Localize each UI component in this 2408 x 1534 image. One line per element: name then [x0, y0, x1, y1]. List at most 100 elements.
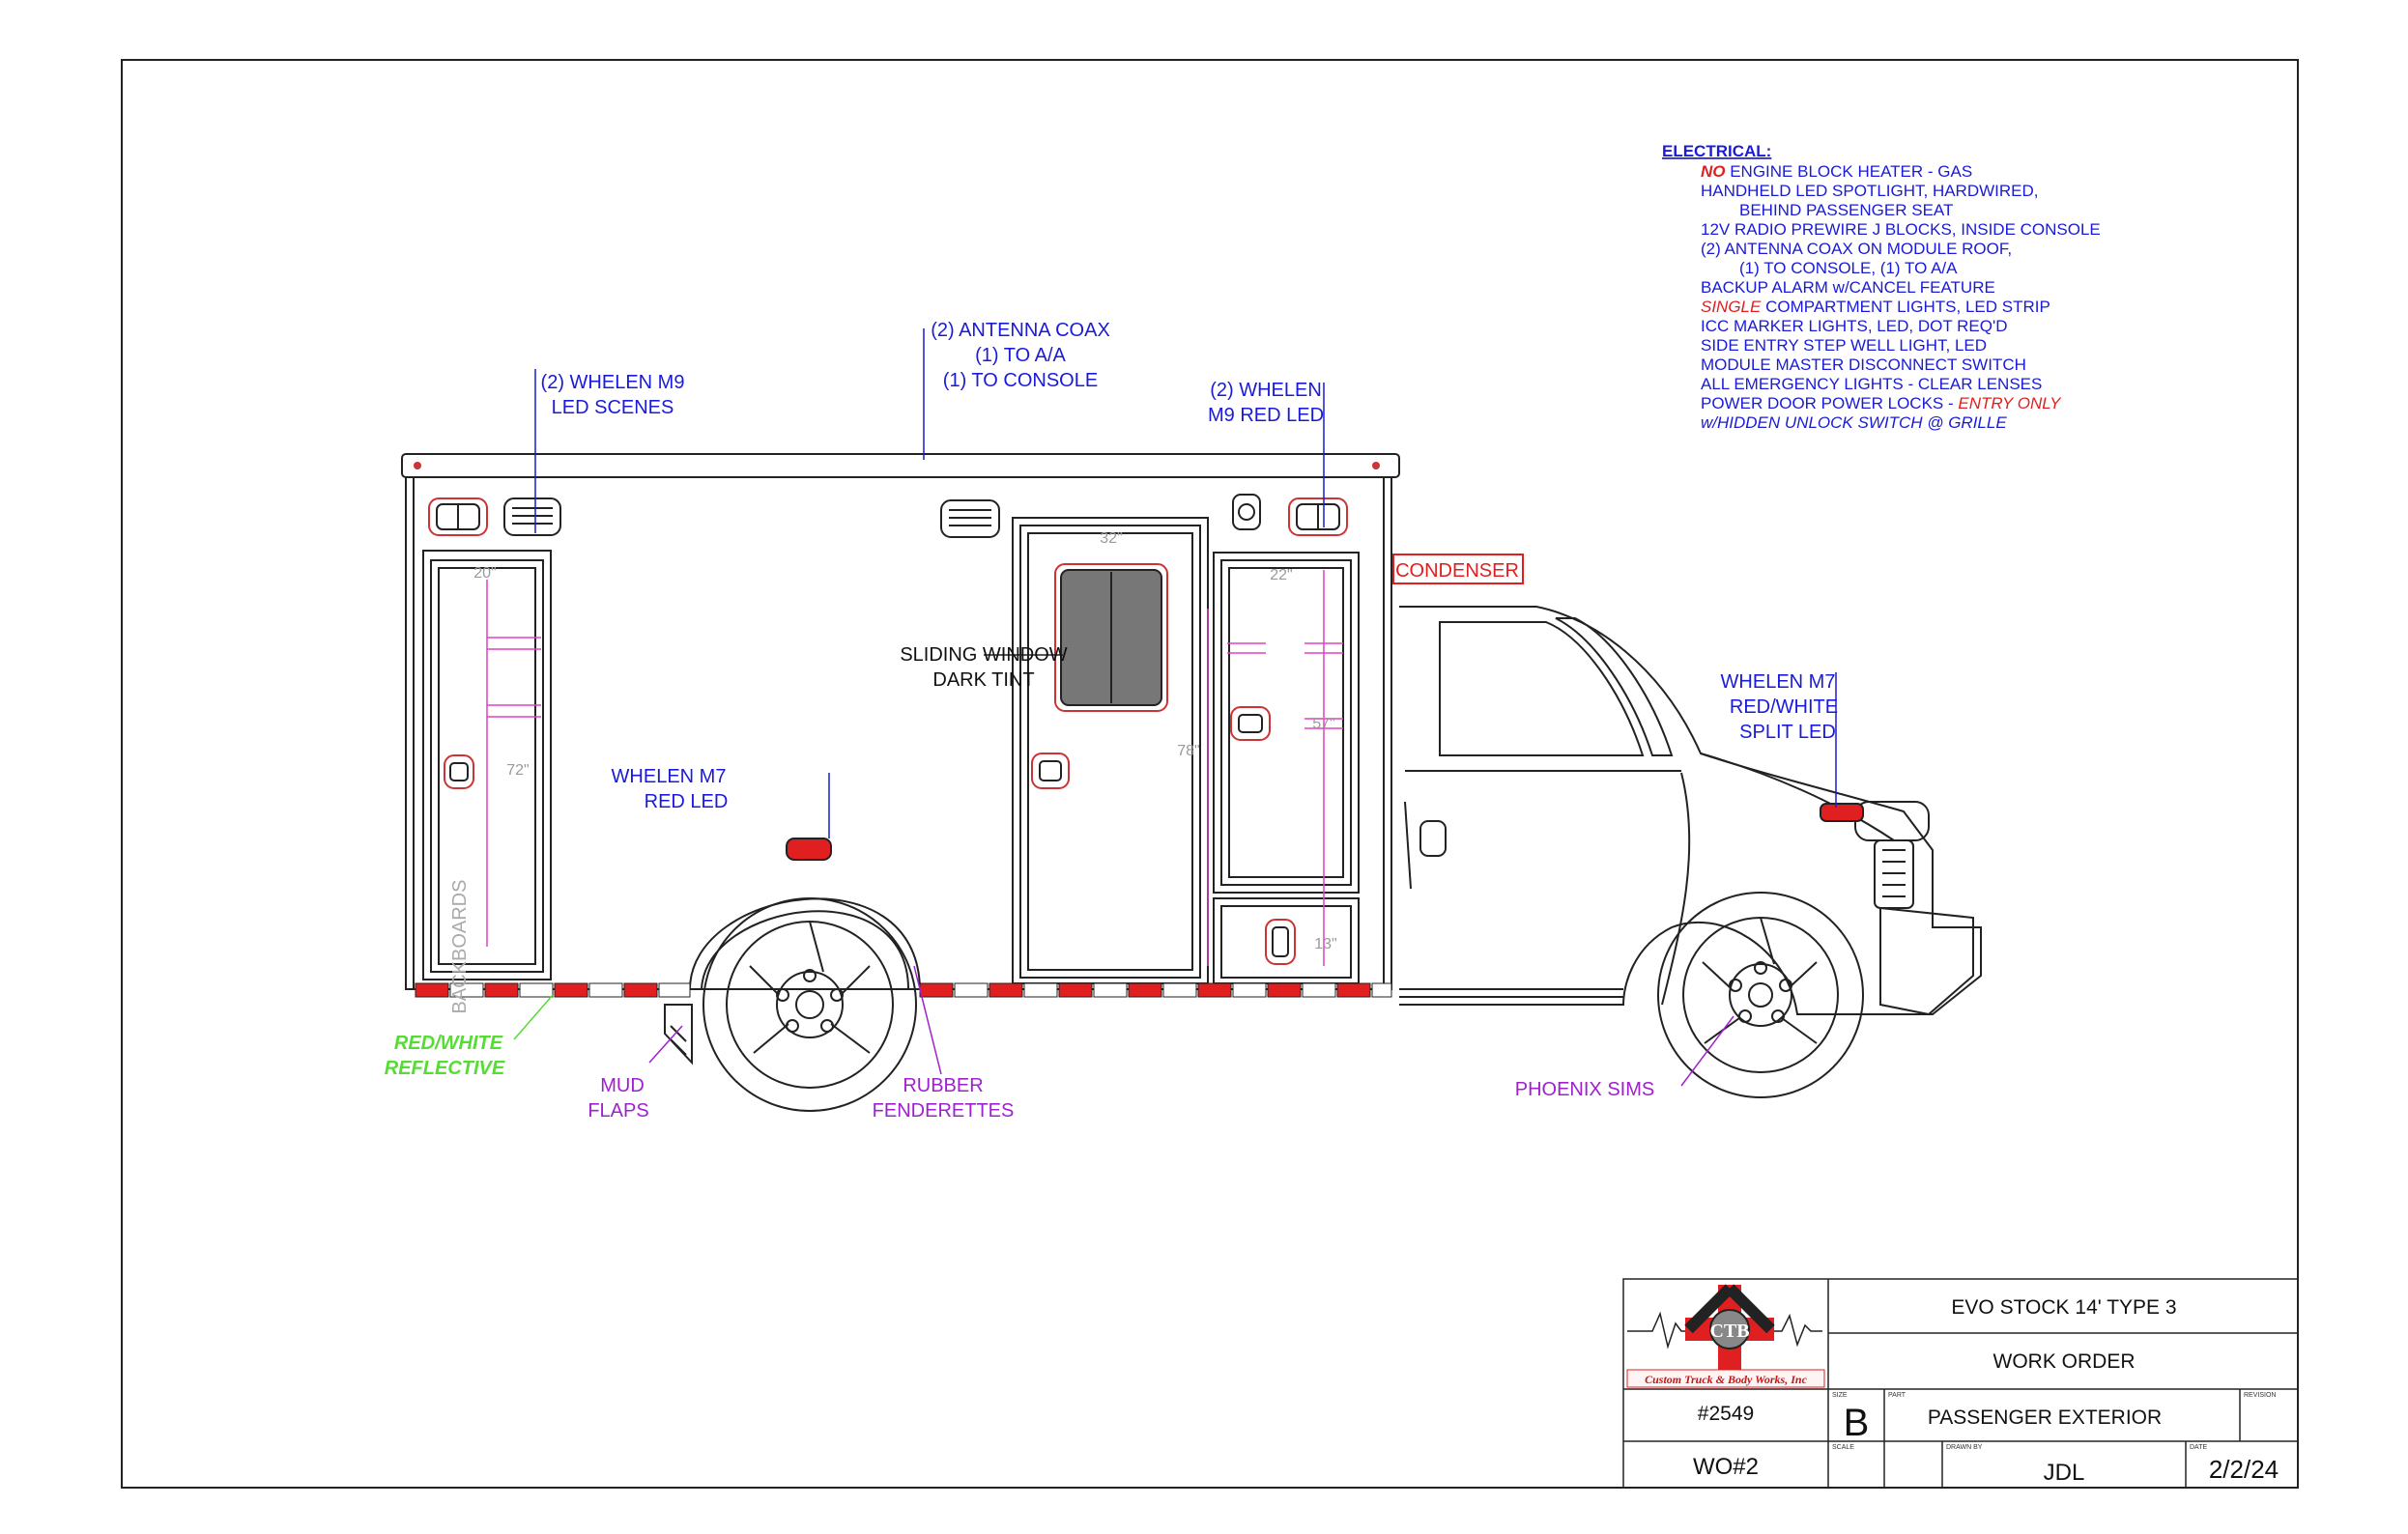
- electrical-line: ALL EMERGENCY LIGHTS - CLEAR LENSES: [1701, 375, 2042, 393]
- callout-text: MUD: [600, 1075, 645, 1096]
- dim-label: 32": [1100, 530, 1122, 547]
- reflective-segment: [1197, 982, 1232, 998]
- callout-text: (2) WHELEN M9: [541, 372, 685, 393]
- electrical-line: BACKUP ALARM w/CANCEL FEATURE: [1701, 278, 1995, 297]
- electrical-line: POWER DOOR POWER LOCKS - ENTRY ONLY: [1701, 394, 2062, 412]
- electrical-heading: ELECTRICAL:: [1662, 142, 1771, 160]
- callout-condenser: CONDENSER: [1395, 560, 1519, 582]
- reflective-segment: [415, 982, 449, 998]
- part-label: PART: [1888, 1392, 1906, 1399]
- callout-whelen-m9-red: (2) WHELEN M9 RED LED: [1208, 380, 1324, 426]
- sheet-border: [121, 59, 2299, 1489]
- electrical-line: w/HIDDEN UNLOCK SWITCH @ GRILLE: [1701, 413, 2007, 432]
- reflective-segment: [588, 982, 623, 998]
- drawn-by: JDL: [2044, 1460, 2085, 1486]
- electrical-line: SINGLE COMPARTMENT LIGHTS, LED STRIP: [1701, 298, 2050, 316]
- callout-text: (2) WHELEN: [1210, 380, 1322, 401]
- callout-text: RUBBER: [903, 1075, 983, 1096]
- callout-whelen-m9-scenes: (2) WHELEN M9 LED SCENES: [541, 372, 685, 418]
- electrical-line: NO ENGINE BLOCK HEATER - GAS: [1701, 162, 1972, 181]
- callout-text: WHELEN M7: [1721, 671, 1836, 693]
- reflective-segment: [554, 982, 588, 998]
- reflective-segment: [658, 982, 691, 998]
- backboards-label: BACKBOARDS: [449, 880, 471, 1014]
- electrical-line: ICC MARKER LIGHTS, LED, DOT REQ'D: [1701, 317, 2007, 335]
- scale-label: SCALE: [1832, 1444, 1854, 1451]
- reflective-segment: [449, 982, 484, 998]
- reflective-segment: [1058, 982, 1093, 998]
- dim-label: 57": [1312, 716, 1334, 732]
- callout-text: SLIDING WINDOW: [900, 644, 1067, 666]
- reflective-segment: [919, 982, 954, 998]
- svg-text:CTB: CTB: [1709, 1321, 1749, 1342]
- reflective-segment: [1162, 982, 1197, 998]
- dimension-labels: 20" 72" 32" 78" 22" 57" 13" BACKBOARDS: [449, 530, 1337, 1013]
- drawing-subtitle: WORK ORDER: [1993, 1350, 2136, 1373]
- callout-text: SPLIT LED: [1739, 722, 1836, 743]
- drawn-by-label: DRAWN BY: [1946, 1444, 1983, 1451]
- electrical-line: 12V RADIO PREWIRE J BLOCKS, INSIDE CONSO…: [1701, 220, 2101, 239]
- size-label: SIZE: [1832, 1392, 1848, 1399]
- callout-text: DARK TINT: [932, 669, 1034, 691]
- callout-text: (1) TO A/A: [975, 345, 1066, 366]
- reflective-segment: [1128, 982, 1162, 998]
- reflective-segment: [989, 982, 1023, 998]
- sheet-size: B: [1844, 1402, 1870, 1444]
- leader-lines: [513, 328, 1837, 1087]
- electrical-line: MODULE MASTER DISCONNECT SWITCH: [1701, 355, 2026, 374]
- callout-reflective: RED/WHITE REFLECTIVE: [385, 1033, 505, 1079]
- revision-label: REVISION: [2244, 1392, 2276, 1399]
- dim-label: 13": [1314, 936, 1336, 952]
- reflective-segment: [1267, 982, 1302, 998]
- reflective-segment: [623, 982, 658, 998]
- title-block: [1622, 1278, 2299, 1489]
- callout-text: WHELEN M7: [612, 766, 727, 787]
- callout-fenderettes: RUBBER FENDERETTES: [873, 1075, 1015, 1122]
- callout-text: RED LED: [645, 791, 729, 812]
- reflective-segment: [1336, 982, 1371, 998]
- reflective-segment: [1302, 982, 1336, 998]
- electrical-notes: ELECTRICAL: NO ENGINE BLOCK HEATER - GAS…: [1662, 142, 2101, 432]
- part-name: PASSENGER EXTERIOR: [1928, 1406, 2162, 1429]
- callout-whelen-m7-red: WHELEN M7 RED LED: [612, 766, 729, 812]
- reflective-segment: [1232, 982, 1267, 998]
- dim-label: 72": [506, 762, 529, 779]
- reflective-segment: [1371, 982, 1392, 998]
- callout-text: LED SCENES: [552, 397, 674, 418]
- rear-wheel: [702, 897, 917, 1112]
- dimension-lines: [486, 570, 1343, 966]
- callout-text: M9 RED LED: [1208, 405, 1324, 426]
- drawing-title: EVO STOCK 14' TYPE 3: [1951, 1296, 2176, 1319]
- reflective-segment: [519, 982, 554, 998]
- callout-text: RED/WHITE: [1730, 696, 1838, 718]
- dim-label: 22": [1270, 567, 1292, 583]
- electrical-line: BEHIND PASSENGER SEAT: [1739, 201, 1953, 219]
- callout-text: REFLECTIVE: [385, 1058, 505, 1079]
- callout-sliding-window: SLIDING WINDOW DARK TINT: [900, 644, 1067, 691]
- reflective-segment: [1093, 982, 1128, 998]
- callout-antenna-coax: (2) ANTENNA COAX (1) TO A/A (1) TO CONSO…: [931, 320, 1110, 391]
- callout-text: (1) TO CONSOLE: [943, 370, 1098, 391]
- job-number: #2549: [1698, 1403, 1754, 1425]
- work-order-number: WO#2: [1693, 1454, 1759, 1480]
- reflective-segment: [954, 982, 989, 998]
- callout-text: (2) ANTENNA COAX: [931, 320, 1110, 341]
- electrical-line: HANDHELD LED SPOTLIGHT, HARDWIRED,: [1701, 182, 2039, 200]
- module-body: [401, 453, 1400, 990]
- callout-text: FENDERETTES: [873, 1100, 1015, 1122]
- electrical-line: (2) ANTENNA COAX ON MODULE ROOF,: [1701, 240, 2012, 258]
- callout-text: FLAPS: [588, 1100, 648, 1122]
- callout-text: RED/WHITE: [394, 1033, 503, 1054]
- front-wheel: [1657, 892, 1864, 1098]
- dim-label: 20": [473, 565, 496, 582]
- callout-mud-flaps: MUD FLAPS: [588, 1075, 648, 1122]
- company-logo: CTB Custom Truck & Body Works, Inc: [1626, 1284, 1825, 1388]
- cab: [1392, 554, 1982, 1016]
- reflective-segment: [484, 982, 519, 998]
- date-label: DATE: [2190, 1444, 2207, 1451]
- logo-text: Custom Truck & Body Works, Inc: [1645, 1373, 1807, 1386]
- callout-phoenix-sims: PHOENIX SIMS: [1515, 1079, 1654, 1100]
- callout-whelen-m7-split: WHELEN M7 RED/WHITE SPLIT LED: [1721, 671, 1839, 743]
- electrical-line: (1) TO CONSOLE, (1) TO A/A: [1739, 259, 1958, 277]
